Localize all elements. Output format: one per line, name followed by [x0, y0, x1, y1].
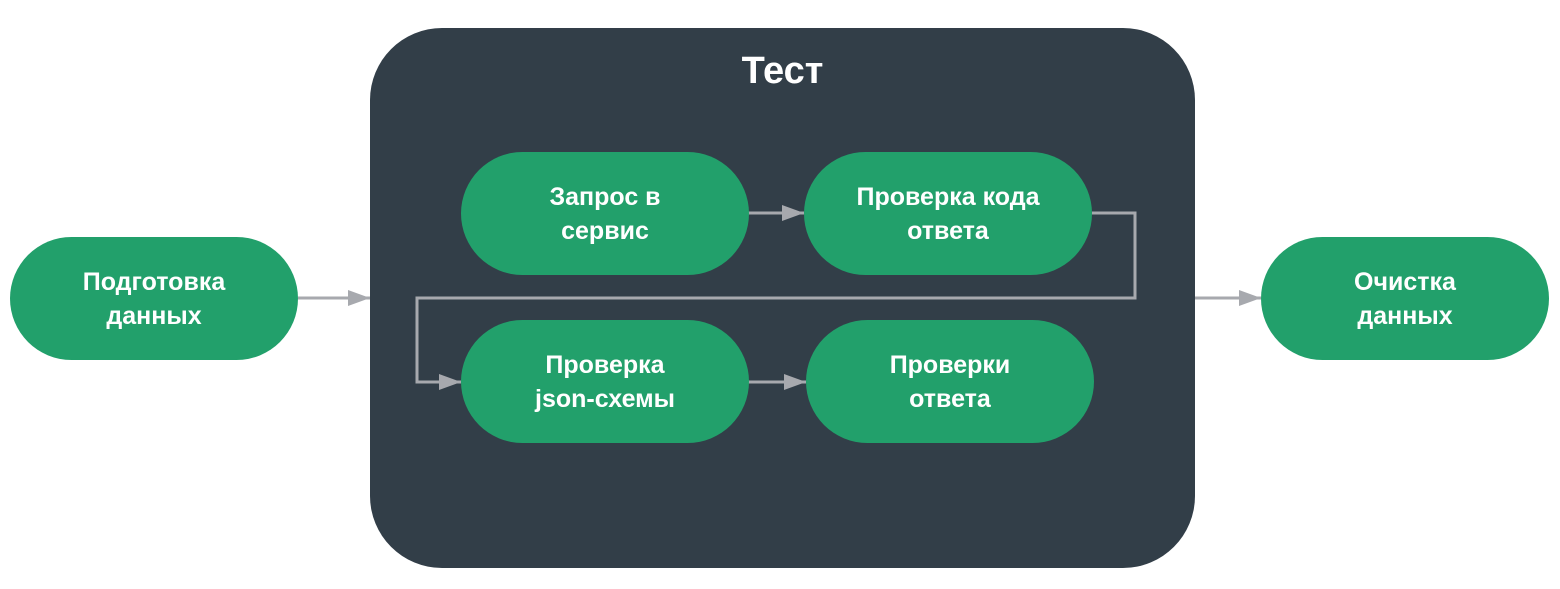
- node-label: ответа: [907, 216, 989, 245]
- node-service-request: Запрос в сервис: [461, 152, 749, 275]
- node-label: сервис: [561, 216, 649, 245]
- arrow-status-to-schema: [415, 211, 1137, 390]
- node-data-cleanup: Очистка данных: [1261, 237, 1549, 360]
- node-label: Проверки: [889, 350, 1011, 379]
- node-label: Подготовка: [82, 267, 226, 296]
- node-label: ответа: [909, 384, 991, 413]
- node-prepare-data: Подготовка данных: [10, 237, 298, 360]
- node-json-schema-check: Проверка json-схемы: [461, 320, 749, 443]
- node-label: Запрос в: [549, 182, 661, 211]
- node-response-checks: Проверки ответа: [806, 320, 1094, 443]
- node-label: данных: [1357, 301, 1453, 330]
- node-label: Проверка кода: [856, 182, 1040, 211]
- node-label: json-схемы: [535, 384, 675, 413]
- node-label: данных: [106, 301, 202, 330]
- node-label: Очистка: [1354, 267, 1456, 296]
- node-label: Проверка: [545, 350, 665, 379]
- node-status-code-check: Проверка кода ответа: [804, 152, 1092, 275]
- test-container-title: Тест: [741, 50, 824, 92]
